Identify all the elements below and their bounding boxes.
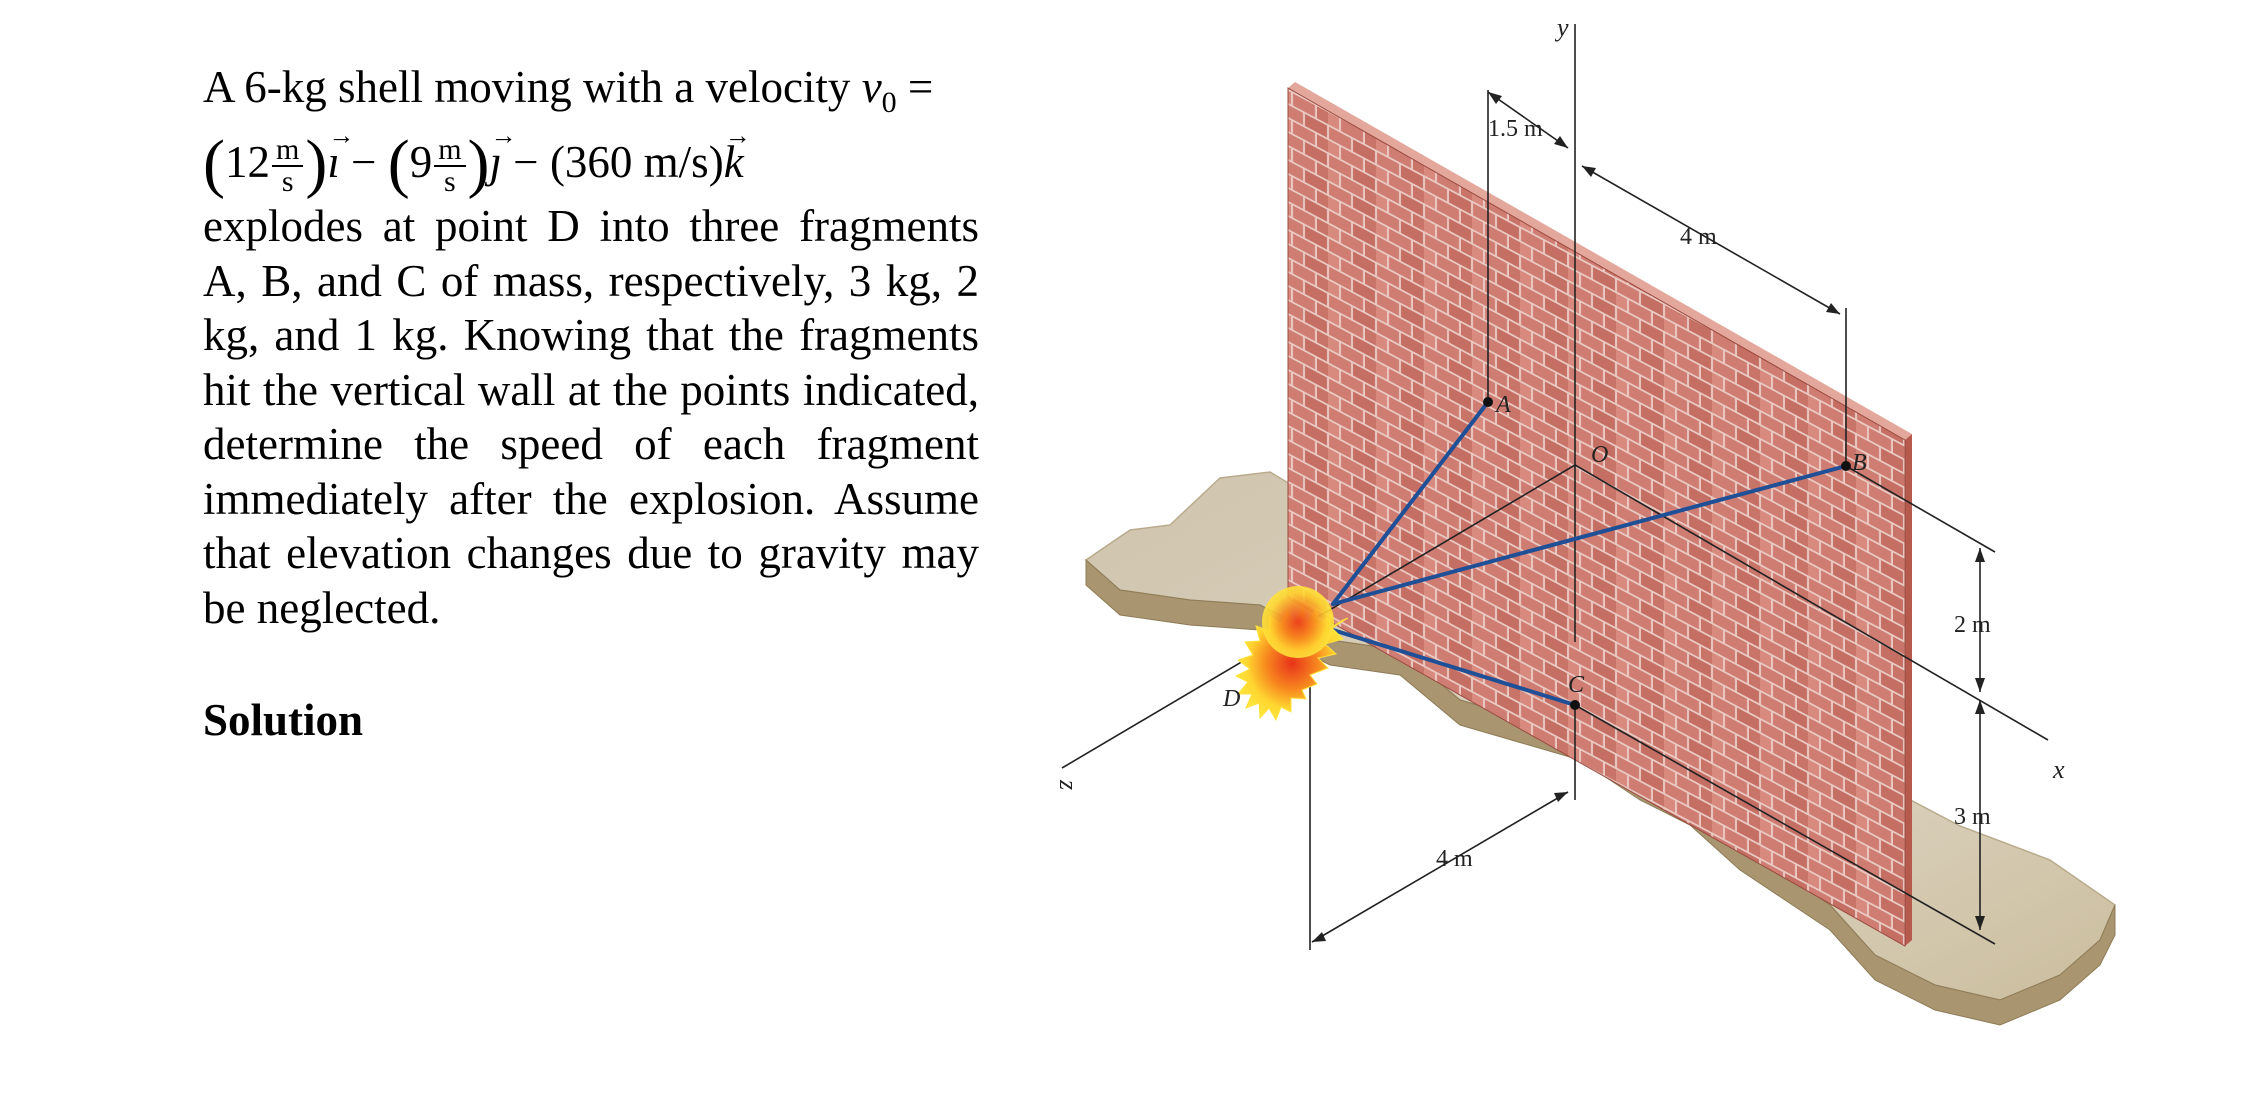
arrowhead-4-top-b: [1826, 303, 1840, 314]
vx-coefficient: 12: [224, 136, 270, 187]
problem-statement: A 6-kg shell moving with a velocity v0 =…: [203, 60, 979, 635]
origin-label: O: [1591, 442, 1608, 468]
paren-open-y: (: [387, 126, 410, 200]
velocity-line: A 6-kg shell moving with a velocity v0 =: [203, 60, 979, 131]
explosion-core: [1262, 586, 1334, 658]
point-d-label: D: [1222, 686, 1240, 712]
dim-4-top-line: [1581, 165, 1841, 315]
point-c-dot: [1570, 700, 1580, 710]
x-axis: [1574, 464, 2049, 741]
paren-close-y: ): [467, 126, 490, 200]
point-b-label: B: [1852, 450, 1867, 476]
arrowhead-4-bottom-a: [1312, 932, 1326, 942]
velocity-subscript: 0: [881, 86, 897, 119]
point-a-label: A: [1494, 392, 1511, 418]
arrowhead-2-top: [1975, 548, 1985, 562]
wall-outline: [1287, 87, 1906, 947]
arrowhead-2-bottom: [1975, 678, 1985, 692]
dim-2-label: 2 m: [1954, 612, 1991, 638]
point-c-label: C: [1568, 672, 1585, 698]
problem-body-text: explodes at point D into three fragments…: [203, 201, 979, 633]
fragment-trajectories: [1331, 400, 1848, 707]
axis-y-label: y: [1554, 13, 1569, 42]
axis-z-label: z: [1054, 779, 1083, 790]
arrowhead-4-bottom-b: [1554, 792, 1568, 802]
b-horizontal-guide: [1845, 465, 1996, 553]
vy-coefficient: 9: [409, 136, 433, 187]
dim-4-bottom-label: 4 m: [1436, 846, 1473, 872]
arrowhead-3-top: [1975, 700, 1985, 714]
k-unit-vector: k: [724, 109, 751, 190]
dim-3-label: 3 m: [1954, 804, 1991, 830]
impact-points: [1483, 397, 1851, 710]
wall-end-edge: [1905, 434, 1912, 946]
unit-num-y: m: [434, 135, 466, 168]
arrowhead-4-top-a: [1582, 166, 1596, 177]
point-a-dot: [1483, 397, 1493, 407]
paren-close-x: ): [305, 126, 328, 200]
dim-1-5-label: 1.5 m: [1488, 116, 1543, 142]
wall-face: [1288, 88, 1905, 946]
i-unit-vector: ı: [327, 109, 353, 190]
dim-4-top-label: 4 m: [1680, 224, 1717, 250]
trajectory-to-a: [1331, 400, 1490, 606]
explosion-wall-figure: y x z A B C D O 1.5 m 4 m 2 m 3 m 4 m: [1054, 13, 2116, 1026]
solution-heading: Solution: [203, 695, 364, 745]
unit-den-x: s: [281, 165, 294, 199]
axis-x-label: x: [2052, 755, 2065, 784]
equals-sign: =: [896, 62, 934, 112]
problem-intro-text: A 6-kg shell moving with a velocity: [203, 62, 862, 112]
minus-sign-1: −: [339, 136, 388, 187]
unit-num-x: m: [271, 135, 304, 168]
figure-labels: y x z A B C D O 1.5 m 4 m 2 m 3 m 4 m: [1054, 13, 2065, 872]
dim-1-5-line: [1487, 91, 1569, 149]
trajectory-to-b: [1331, 464, 1848, 606]
point-b-dot: [1841, 461, 1851, 471]
brick-wall: [1287, 82, 1912, 947]
arrowhead-3-bottom: [1975, 916, 1985, 930]
wall-top-edge: [1288, 82, 1912, 440]
arrowhead-1-5-b: [1554, 136, 1568, 148]
dim-4-bottom-line: [1311, 791, 1569, 943]
velocity-symbol: v: [861, 62, 882, 112]
arrowhead-1-5-a: [1488, 92, 1502, 104]
unit-den-y: s: [444, 165, 456, 199]
trajectory-to-c: [1331, 628, 1577, 707]
c-horizontal-guide: [1574, 704, 1996, 945]
dimension-arrowheads: [1312, 92, 1985, 942]
j-unit-vector: ȷ: [490, 109, 516, 190]
vz-term: (360 m/s): [549, 136, 724, 187]
paren-open-x: (: [203, 126, 225, 200]
minus-sign-2: −: [502, 136, 550, 187]
